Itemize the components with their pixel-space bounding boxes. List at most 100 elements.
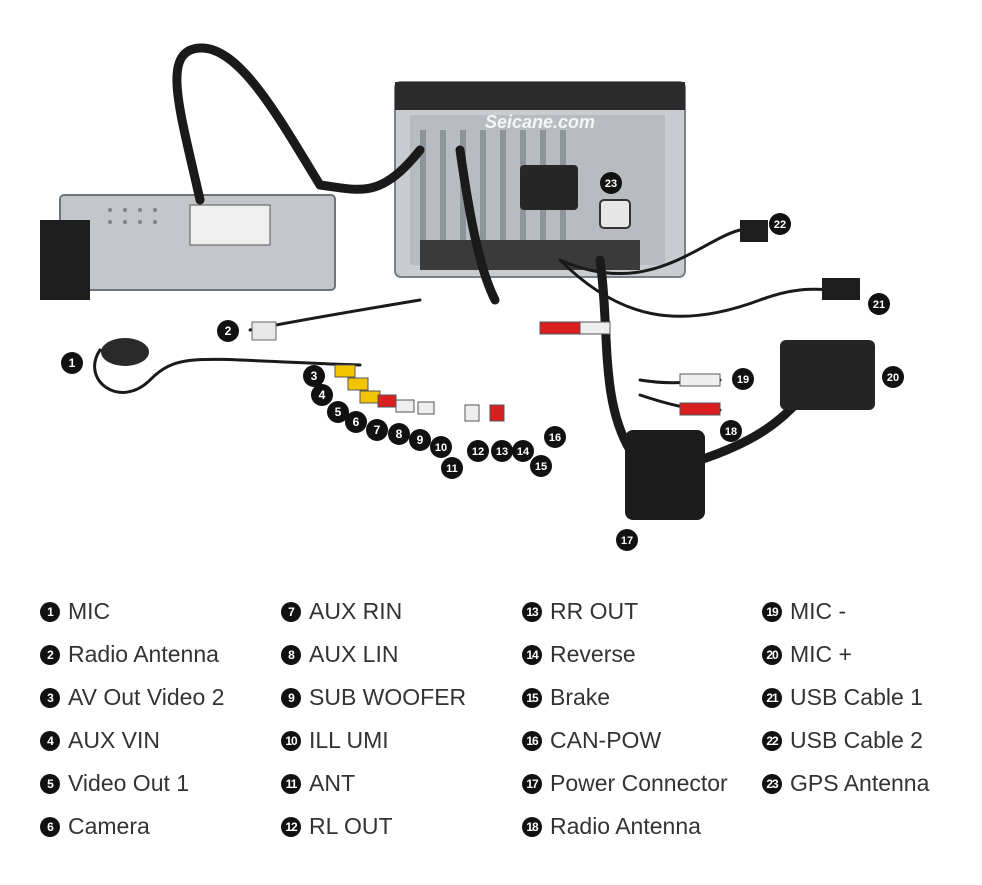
- legend-number-badge: 3: [40, 687, 60, 708]
- svg-text:1: 1: [69, 356, 76, 370]
- svg-text:3: 3: [311, 369, 318, 383]
- legend-item: 12 RL OUT: [281, 805, 466, 848]
- callout-3: 3: [303, 365, 325, 387]
- legend-number-badge: 4: [40, 730, 60, 751]
- svg-text:12: 12: [472, 446, 484, 458]
- legend-label: MIC: [68, 598, 111, 624]
- svg-text:13: 13: [496, 446, 508, 458]
- svg-text:21: 21: [873, 299, 885, 311]
- legend-number-badge: 14: [522, 644, 542, 665]
- legend-label: Radio Antenna: [550, 813, 701, 839]
- legend-label: RL OUT: [309, 813, 393, 839]
- legend-number-badge: 19: [762, 601, 782, 622]
- legend-number-badge: 20: [762, 644, 782, 665]
- legend-label: MIC +: [790, 641, 852, 667]
- legend-number-badge: 11: [281, 773, 301, 794]
- legend-item: 1 MIC: [40, 590, 224, 633]
- legend-label: Video Out 1: [68, 770, 190, 796]
- svg-text:20: 20: [887, 372, 899, 384]
- legend-number-badge: 23: [762, 773, 782, 794]
- legend-label: Power Connector: [550, 770, 728, 796]
- legend-label: Camera: [68, 813, 150, 839]
- legend-number-badge: 1: [40, 601, 60, 622]
- legend-number-badge: 12: [281, 816, 301, 837]
- legend-label: CAN-POW: [550, 727, 662, 753]
- callout-18: 18: [720, 420, 742, 442]
- legend-label: AUX VIN: [68, 727, 161, 753]
- legend-number-badge: 10: [281, 730, 301, 751]
- legend-label: AUX RIN: [309, 598, 403, 624]
- callout-2: 2: [217, 320, 239, 342]
- brand-watermark: Seicane.com: [485, 112, 595, 132]
- usb-plug-1: [822, 278, 860, 300]
- legend-label: ANT: [309, 770, 355, 796]
- legend-label: Reverse: [550, 641, 636, 667]
- callout-13: 13: [491, 440, 513, 462]
- legend-item: 23 GPS Antenna: [762, 762, 929, 805]
- svg-text:6: 6: [353, 415, 360, 429]
- svg-text:19: 19: [737, 374, 749, 386]
- legend-item: 11 ANT: [281, 762, 466, 805]
- legend-item: 9 SUB WOOFER: [281, 676, 466, 719]
- callout-16: 16: [544, 426, 566, 448]
- wiring-diagram-photo: Seicane.com: [40, 43, 904, 551]
- legend-label: SUB WOOFER: [309, 684, 467, 710]
- legend-column-4: 19 MIC - 20 MIC + 21 USB Cable 1 22 USB Cabl…: [762, 590, 929, 805]
- legend-number-badge: 17: [522, 773, 542, 794]
- usb-plug-2: [740, 220, 768, 242]
- legend-number-badge: 7: [281, 601, 301, 622]
- legend-number-badge: 9: [281, 687, 301, 708]
- legend-label: RR OUT: [550, 598, 639, 624]
- gps-antenna: [520, 165, 578, 210]
- mic-module-box: [780, 340, 875, 410]
- legend-item: 22 USB Cable 2: [762, 719, 929, 762]
- legend-number-badge: 16: [522, 730, 542, 751]
- legend-item: 16 CAN-POW: [522, 719, 728, 762]
- legend-item: 4 AUX VIN: [40, 719, 224, 762]
- callout-19: 19: [732, 368, 754, 390]
- svg-text:14: 14: [517, 446, 530, 458]
- callout-15: 15: [530, 455, 552, 477]
- power-connector: [625, 430, 705, 520]
- svg-text:7: 7: [374, 423, 381, 437]
- svg-text:8: 8: [396, 427, 403, 441]
- callout-10: 10: [430, 436, 452, 458]
- legend-number-badge: 21: [762, 687, 782, 708]
- legend-label: USB Cable 2: [790, 727, 923, 753]
- callout-7: 7: [366, 419, 388, 441]
- callout-6: 6: [345, 411, 367, 433]
- legend-item: 21 USB Cable 1: [762, 676, 929, 719]
- legend-item: 3 AV Out Video 2: [40, 676, 224, 719]
- can-box: [40, 194, 336, 300]
- svg-text:10: 10: [435, 442, 447, 454]
- legend-item: 14 Reverse: [522, 633, 728, 676]
- legend-label: GPS Antenna: [790, 770, 930, 796]
- legend-number-badge: 8: [281, 644, 301, 665]
- svg-text:16: 16: [549, 432, 561, 444]
- callout-20: 20: [882, 366, 904, 388]
- legend-label: USB Cable 1: [790, 684, 923, 710]
- callout-9: 9: [409, 429, 431, 451]
- rca-plugs: [334, 321, 721, 422]
- legend-label: Brake: [550, 684, 611, 710]
- legend-number-badge: 15: [522, 687, 542, 708]
- legend-label: MIC -: [790, 598, 847, 624]
- mic-device: [101, 338, 149, 366]
- legend-label: AV Out Video 2: [68, 684, 225, 710]
- legend-number-badge: 22: [762, 730, 782, 751]
- callout-8: 8: [388, 423, 410, 445]
- legend-number-badge: 18: [522, 816, 542, 837]
- callout-1: 1: [61, 352, 83, 374]
- callout-12: 12: [467, 440, 489, 462]
- svg-text:9: 9: [417, 433, 424, 447]
- svg-text:15: 15: [535, 461, 547, 473]
- legend-item: 18 Radio Antenna: [522, 805, 728, 848]
